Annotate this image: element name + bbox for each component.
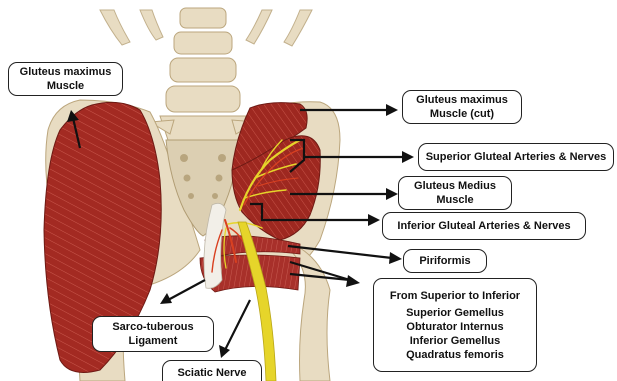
label-inferior-gluteal-text: Inferior Gluteal Arteries & Nerves bbox=[397, 219, 570, 233]
label-inferior-gluteal: Inferior Gluteal Arteries & Nerves bbox=[382, 212, 586, 240]
label-gluteus-maximus-line2: Muscle bbox=[47, 79, 84, 93]
label-rotators-item: Quadratus femoris bbox=[406, 348, 504, 362]
label-rotators-heading: From Superior to Inferior bbox=[390, 289, 520, 303]
label-superior-gluteal-text: Superior Gluteal Arteries & Nerves bbox=[426, 150, 607, 164]
label-gluteus-maximus-cut: Gluteus maximus Muscle (cut) bbox=[402, 90, 522, 124]
label-rotators: From Superior to Inferior Superior Gemel… bbox=[373, 278, 537, 372]
label-sciatic-nerve: Sciatic Nerve bbox=[162, 360, 262, 381]
label-gluteus-medius: Gluteus Medius Muscle bbox=[398, 176, 512, 210]
label-sarcotuberous-line1: Sarco-tuberous bbox=[112, 320, 193, 334]
lumbar-spine bbox=[150, 8, 256, 140]
label-gluteus-maximus-cut-line1: Gluteus maximus bbox=[416, 93, 508, 107]
label-sarcotuberous: Sarco-tuberous Ligament bbox=[92, 316, 214, 352]
label-gluteus-medius-line1: Gluteus Medius bbox=[414, 179, 496, 193]
label-rotators-item: Inferior Gemellus bbox=[410, 334, 500, 348]
label-piriformis-text: Piriformis bbox=[419, 254, 470, 268]
label-superior-gluteal: Superior Gluteal Arteries & Nerves bbox=[418, 143, 614, 171]
label-gluteus-maximus-cut-line2: Muscle (cut) bbox=[430, 107, 494, 121]
label-gluteus-medius-line2: Muscle bbox=[436, 193, 473, 207]
label-sciatic-nerve-text: Sciatic Nerve bbox=[177, 366, 246, 380]
label-rotators-item: Superior Gemellus bbox=[406, 306, 504, 320]
label-piriformis: Piriformis bbox=[403, 249, 487, 273]
label-gluteus-maximus: Gluteus maximus Muscle bbox=[8, 62, 123, 96]
label-rotators-item: Obturator Internus bbox=[406, 320, 503, 334]
label-gluteus-maximus-line1: Gluteus maximus bbox=[20, 65, 112, 79]
label-sarcotuberous-line2: Ligament bbox=[129, 334, 178, 348]
